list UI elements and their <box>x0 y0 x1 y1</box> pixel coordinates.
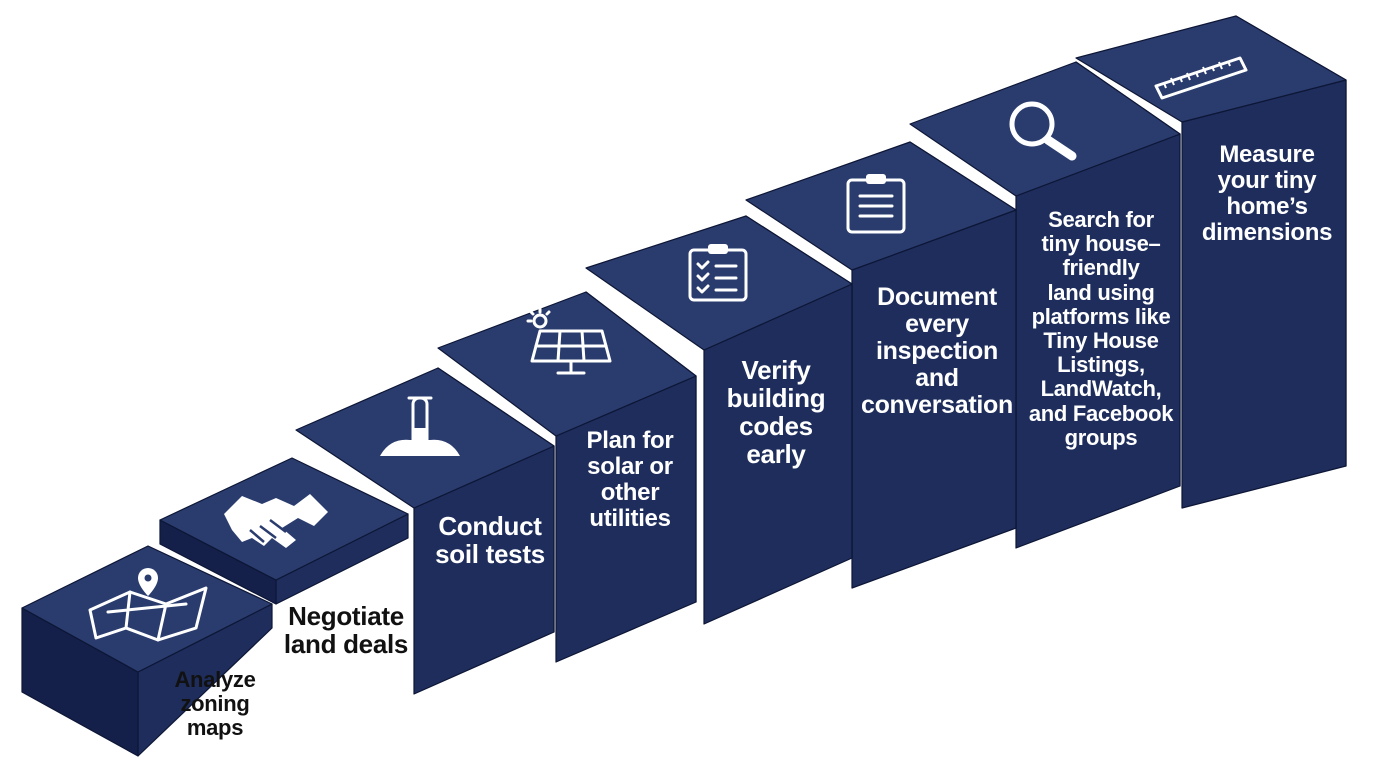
step-4-label-line: Plan for <box>586 427 674 454</box>
step-2-label-line: Negotiate <box>288 601 404 631</box>
step-4-label-line: utilities <box>589 504 671 532</box>
step-5-label-line: early <box>746 439 806 470</box>
step-6-label-line: every <box>905 310 969 338</box>
step-block-6 <box>745 141 1017 589</box>
step-4-label: Plan for solar or other utilities <box>566 428 694 532</box>
step-7-label-line: and Facebook <box>1028 400 1174 426</box>
step-1-label-line: zoning <box>180 690 250 716</box>
step-8-label-line: Measure <box>1219 141 1315 168</box>
step-3-label: Conduct soil tests <box>424 512 556 568</box>
step-8-label: Measure your tiny home’s dimensions <box>1190 142 1344 246</box>
step-7-label-line: LandWatch, <box>1040 376 1162 402</box>
step-1-label-line: Analyze <box>174 667 256 692</box>
step-5-label: Verify building codes early <box>712 356 840 468</box>
step-7-label-line: Tiny House <box>1043 327 1159 353</box>
solar-panel-icon <box>526 307 612 375</box>
checklist-clipboard-icon <box>688 244 748 302</box>
step-block-4 <box>437 291 697 663</box>
step-6-label: Document every inspection and conversati… <box>858 284 1016 419</box>
step-top-face <box>909 61 1181 197</box>
ruler-icon <box>1154 56 1248 100</box>
step-8-label-line: home’s <box>1226 192 1308 220</box>
step-7-label-line: Search for <box>1048 207 1154 232</box>
step-7-label-line: friendly <box>1062 255 1140 281</box>
step-7-label-line: land using <box>1047 279 1155 305</box>
step-6-label-line: inspection <box>875 337 998 365</box>
step-8-label-line: your tiny <box>1217 166 1317 194</box>
step-1-label: Analyze zoning maps <box>160 668 270 739</box>
step-top-face <box>585 215 853 351</box>
step-7-label-line: Listings, <box>1057 352 1145 378</box>
step-3-label-line: Conduct <box>438 511 542 541</box>
step-5-label-line: Verify <box>741 355 811 385</box>
step-1-label-line: maps <box>186 714 244 740</box>
step-block-5 <box>585 215 853 625</box>
step-2-label: Negotiate land deals <box>282 602 410 658</box>
step-6-label-line: conversation <box>860 391 1013 419</box>
step-block-7 <box>909 61 1181 549</box>
step-6-label-line: Document <box>877 283 997 311</box>
step-2-label-line: land deals <box>283 629 409 660</box>
step-8-label-line: dimensions <box>1201 218 1333 246</box>
step-4-label-line: other <box>600 478 660 506</box>
step-7-label-line: groups <box>1064 424 1138 450</box>
soil-test-tube-icon <box>380 396 460 456</box>
step-5-label-line: codes <box>739 411 813 442</box>
step-3-label-line: soil tests <box>435 539 545 570</box>
magnifying-glass-icon <box>1009 101 1077 161</box>
step-7-label-line: tiny house– <box>1041 231 1161 257</box>
step-6-label-line: and <box>915 364 959 392</box>
step-5-label-line: building <box>726 383 826 414</box>
handshake-icon <box>224 494 328 548</box>
step-4-label-line: solar or <box>587 452 673 480</box>
document-clipboard-icon <box>846 174 906 234</box>
map-pin-icon <box>88 568 208 642</box>
step-7-label: Search for tiny house– friendly land usi… <box>1024 207 1178 450</box>
step-top-face <box>437 291 697 437</box>
step-7-label-line: platforms like <box>1031 303 1171 329</box>
